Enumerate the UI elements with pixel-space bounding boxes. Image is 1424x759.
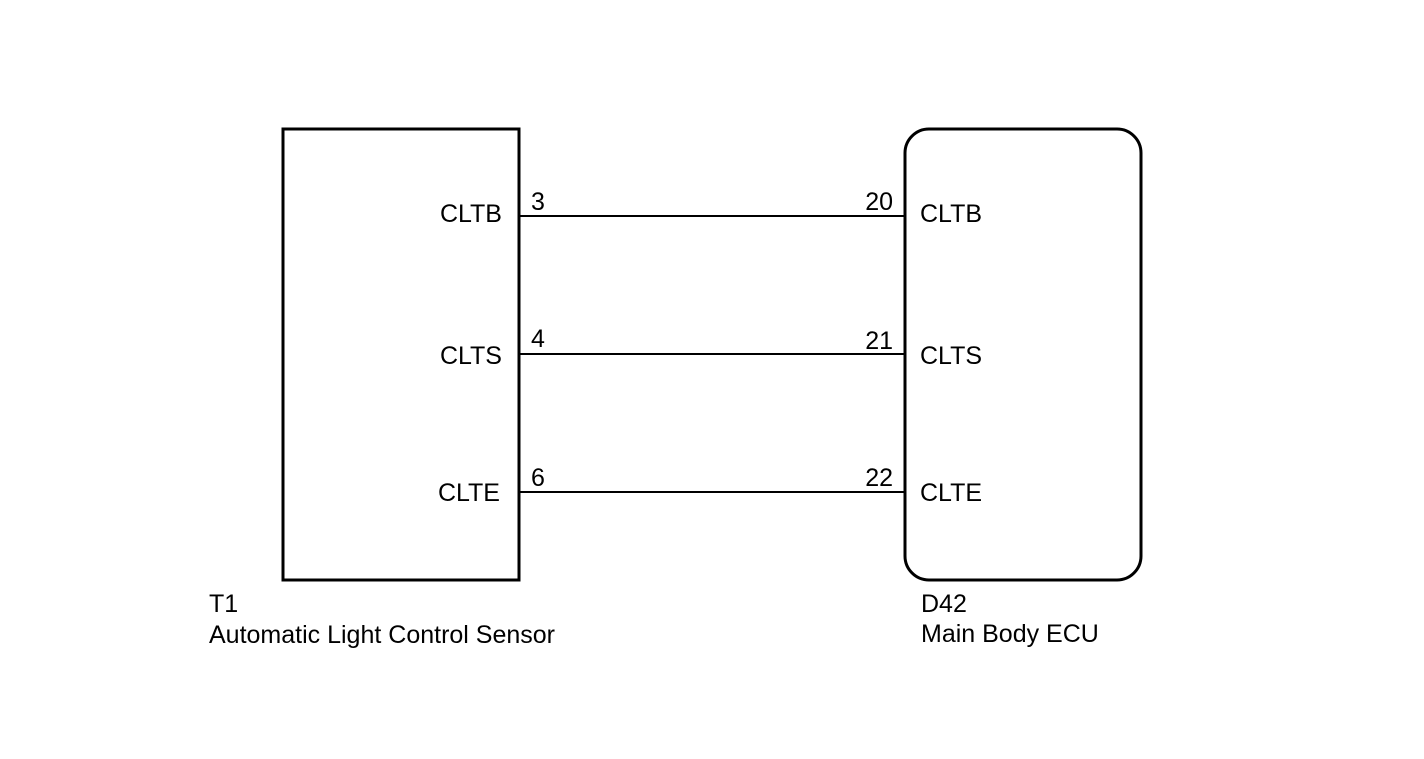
left-signal-label: CLTE <box>438 479 500 507</box>
right-pin-number: 20 <box>865 188 893 216</box>
left-pin-number: 6 <box>531 464 545 492</box>
right-pin-number: 22 <box>865 464 893 492</box>
left-signal-label: CLTS <box>440 342 502 370</box>
right-pin-number: 21 <box>865 327 893 355</box>
left-signal-label: CLTB <box>440 200 502 228</box>
right-signal-label: CLTS <box>920 342 982 370</box>
left-component-name: Automatic Light Control Sensor <box>209 621 555 649</box>
left-pin-number: 3 <box>531 188 545 216</box>
left-pin-number: 4 <box>531 325 545 353</box>
right-component-id: D42 <box>921 590 967 618</box>
right-signal-label: CLTE <box>920 479 982 507</box>
left-component-id: T1 <box>209 590 238 618</box>
right-signal-label: CLTB <box>920 200 982 228</box>
right-component-name: Main Body ECU <box>921 620 1099 648</box>
